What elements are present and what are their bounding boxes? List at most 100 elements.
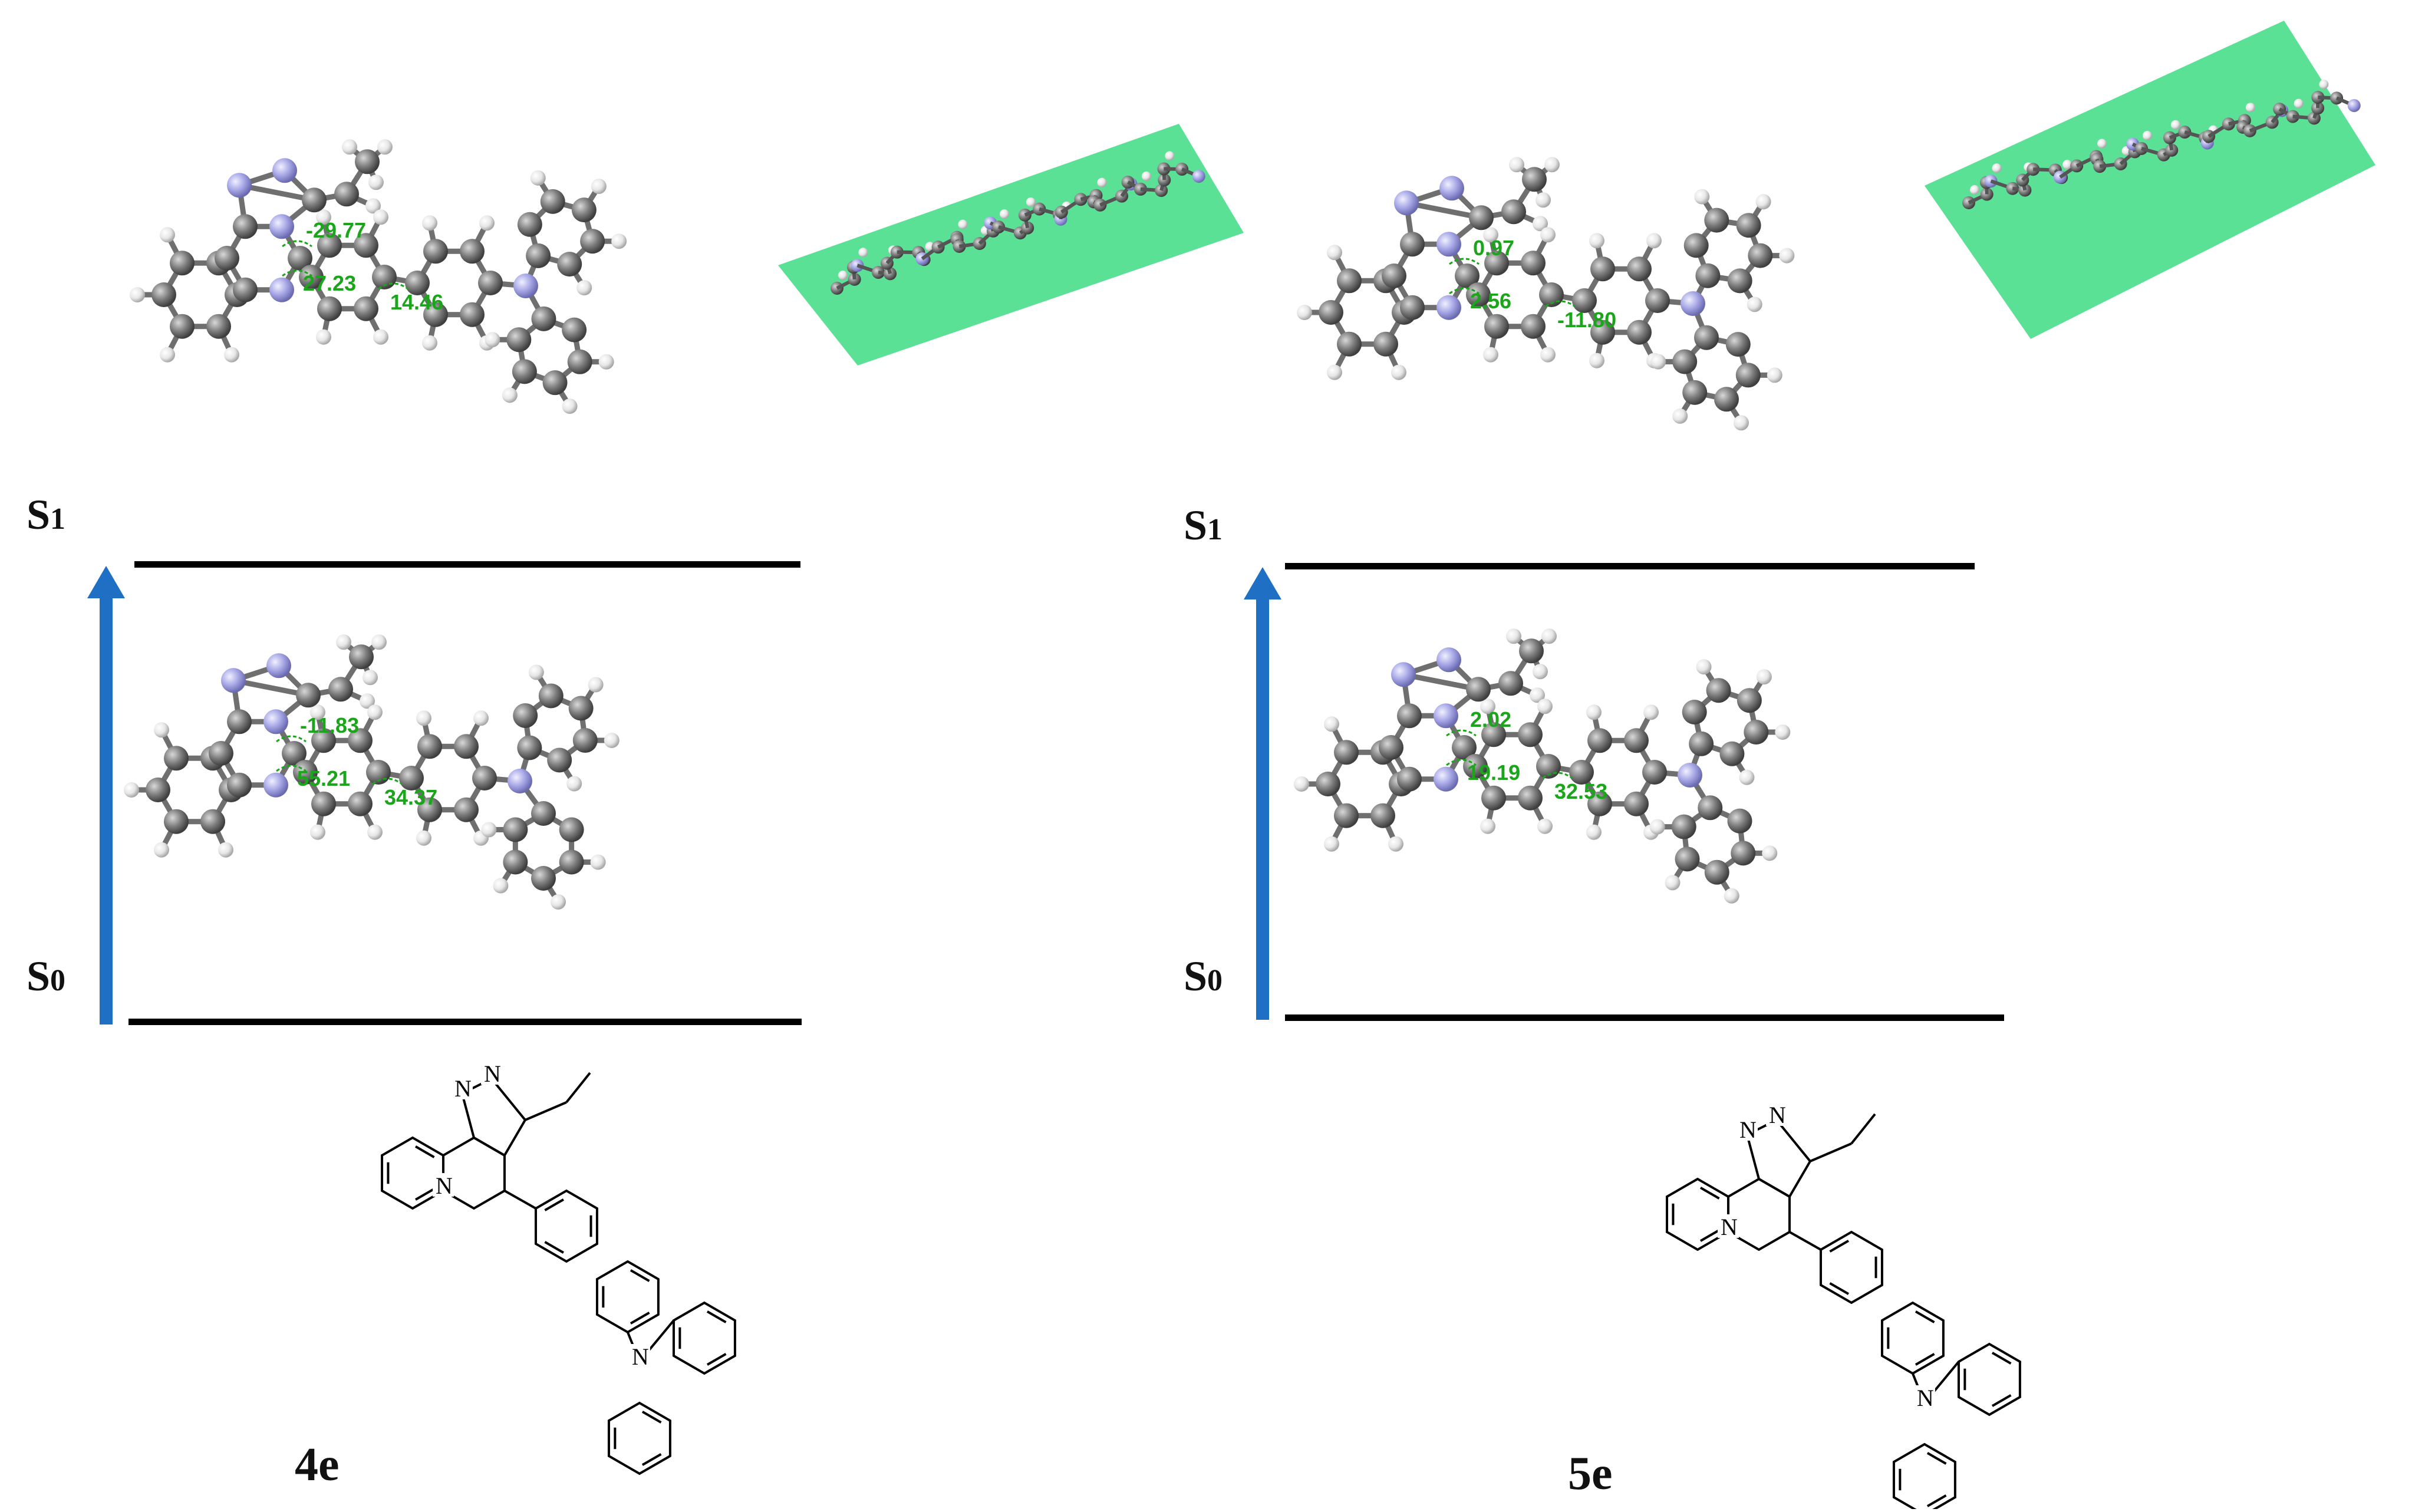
level-s1-4e (134, 561, 800, 568)
carbon-atom (1694, 325, 1719, 350)
hydrogen-atom (1544, 157, 1560, 172)
ring (597, 1261, 658, 1332)
carbon-atom (1627, 320, 1652, 345)
nitrogen-atom (1391, 662, 1416, 687)
hydrogen-atom (368, 174, 384, 190)
hydrogen-atom (1327, 365, 1342, 380)
carbon-atom (503, 818, 528, 842)
carbon-atom (164, 809, 189, 834)
hydrogen-atom (1327, 245, 1342, 260)
hydrogen-atom (838, 271, 848, 280)
arrow-head (87, 566, 125, 598)
carbon-atom (569, 696, 594, 721)
hydrogen-atom (371, 634, 387, 650)
hydrogen-atom (1757, 669, 1772, 684)
arrows-layer (87, 566, 1281, 1025)
arrow-shaft (1256, 597, 1269, 1020)
hydrogen-atom (2246, 103, 2255, 112)
carbon-atom (1587, 728, 1612, 753)
hydrogen-atom (1483, 347, 1498, 363)
state-label-s0-5e: S0 (1184, 952, 1223, 1001)
nitrogen-atom (1434, 767, 1458, 792)
carbon-atom (454, 798, 479, 822)
state-label-s1-5e: S1 (1184, 501, 1223, 550)
dihedral-angle-label: -11.80 (1557, 308, 1616, 332)
hydrogen-atom (316, 330, 331, 345)
hydrogen-atom (2294, 99, 2304, 108)
carbon-atom (1518, 786, 1543, 811)
hydrogen-atom (858, 248, 868, 257)
carbon-atom (1627, 256, 1652, 281)
hydrogen-atom (1541, 628, 1557, 644)
hydrogen-atom (1672, 409, 1688, 424)
carbon-atom (1521, 251, 1546, 275)
carbon-atom (572, 197, 597, 222)
compound-label-5e: 5e (1568, 1447, 1613, 1501)
state-label-s0-4e: S0 (27, 952, 65, 1001)
carbon-atom (1590, 256, 1615, 281)
carbon-atom (354, 297, 378, 321)
hydrogen-atom (377, 139, 393, 154)
hydrogen-atom (336, 634, 351, 650)
carbon-atom (164, 746, 189, 770)
ethyl-bond (1810, 1144, 1851, 1161)
hydrogen-atom (422, 215, 437, 230)
nitrogen-atom (269, 214, 294, 239)
hydrogen-atom (1650, 819, 1665, 835)
carbon-atom (1737, 213, 1761, 238)
atoms (1294, 628, 1790, 903)
carbon-atom (1400, 232, 1425, 256)
hydrogen-atom (529, 664, 544, 680)
dihedral-angle-label: 34.37 (384, 785, 437, 809)
hydrogen-atom (2097, 139, 2107, 149)
carbon-atom (328, 677, 353, 701)
hydrogen-atom (591, 179, 607, 194)
hydrogen-atom (1747, 297, 1762, 312)
carbon-atom (1370, 803, 1395, 828)
hydrogen-atom (1586, 825, 1602, 840)
hydrogen-atom (1643, 704, 1659, 720)
carbon-atom (543, 370, 568, 395)
hydrogen-atom (502, 387, 518, 403)
carbon-atom (506, 327, 531, 352)
hydrogen-atom (1540, 347, 1556, 363)
hydrogen-atom (1388, 836, 1403, 852)
carbon-atom (1624, 728, 1649, 753)
carbon-atom (233, 214, 258, 239)
carbon-atom (1334, 803, 1359, 828)
atoms (124, 634, 620, 910)
hydrogen-atom (958, 220, 967, 229)
hydrogen-atom (576, 280, 592, 295)
carbon-atom (1316, 772, 1340, 796)
carbon-atom (296, 683, 321, 707)
carbon-atom (1466, 677, 1491, 701)
carbon-atom (460, 302, 485, 327)
hydrogen-atom (1165, 151, 1174, 160)
hydrogen-atom (1767, 367, 1782, 383)
hydrogen-atom (1537, 699, 1553, 714)
hydrogen-atom (562, 398, 578, 414)
atom-label-n: N (454, 1075, 472, 1102)
carbon-atom (1382, 263, 1406, 288)
hydrogen-atom (1537, 819, 1553, 834)
carbon-atom (1698, 795, 1722, 820)
carbon-atom (531, 307, 556, 331)
state-subscript: 0 (50, 964, 65, 997)
atom-label-n: N (1739, 1116, 1757, 1143)
state-label-s1-4e: S1 (27, 490, 65, 539)
carbon-atom (518, 212, 542, 237)
carbon-atom (1519, 638, 1544, 663)
carbon-atom (1675, 846, 1700, 871)
hydrogen-atom (1775, 724, 1790, 740)
hydrogen-atom (1992, 163, 2002, 173)
dihedral-angle-label: 32.53 (1554, 779, 1607, 803)
carbon-atom (1682, 700, 1707, 724)
carbon-atom (349, 644, 374, 669)
carbon-atom (1726, 332, 1751, 357)
carbon-atom (539, 683, 564, 708)
nitrogen-atom (227, 173, 252, 197)
hydrogen-atom (604, 733, 620, 748)
hydrogen-atom (611, 233, 627, 249)
